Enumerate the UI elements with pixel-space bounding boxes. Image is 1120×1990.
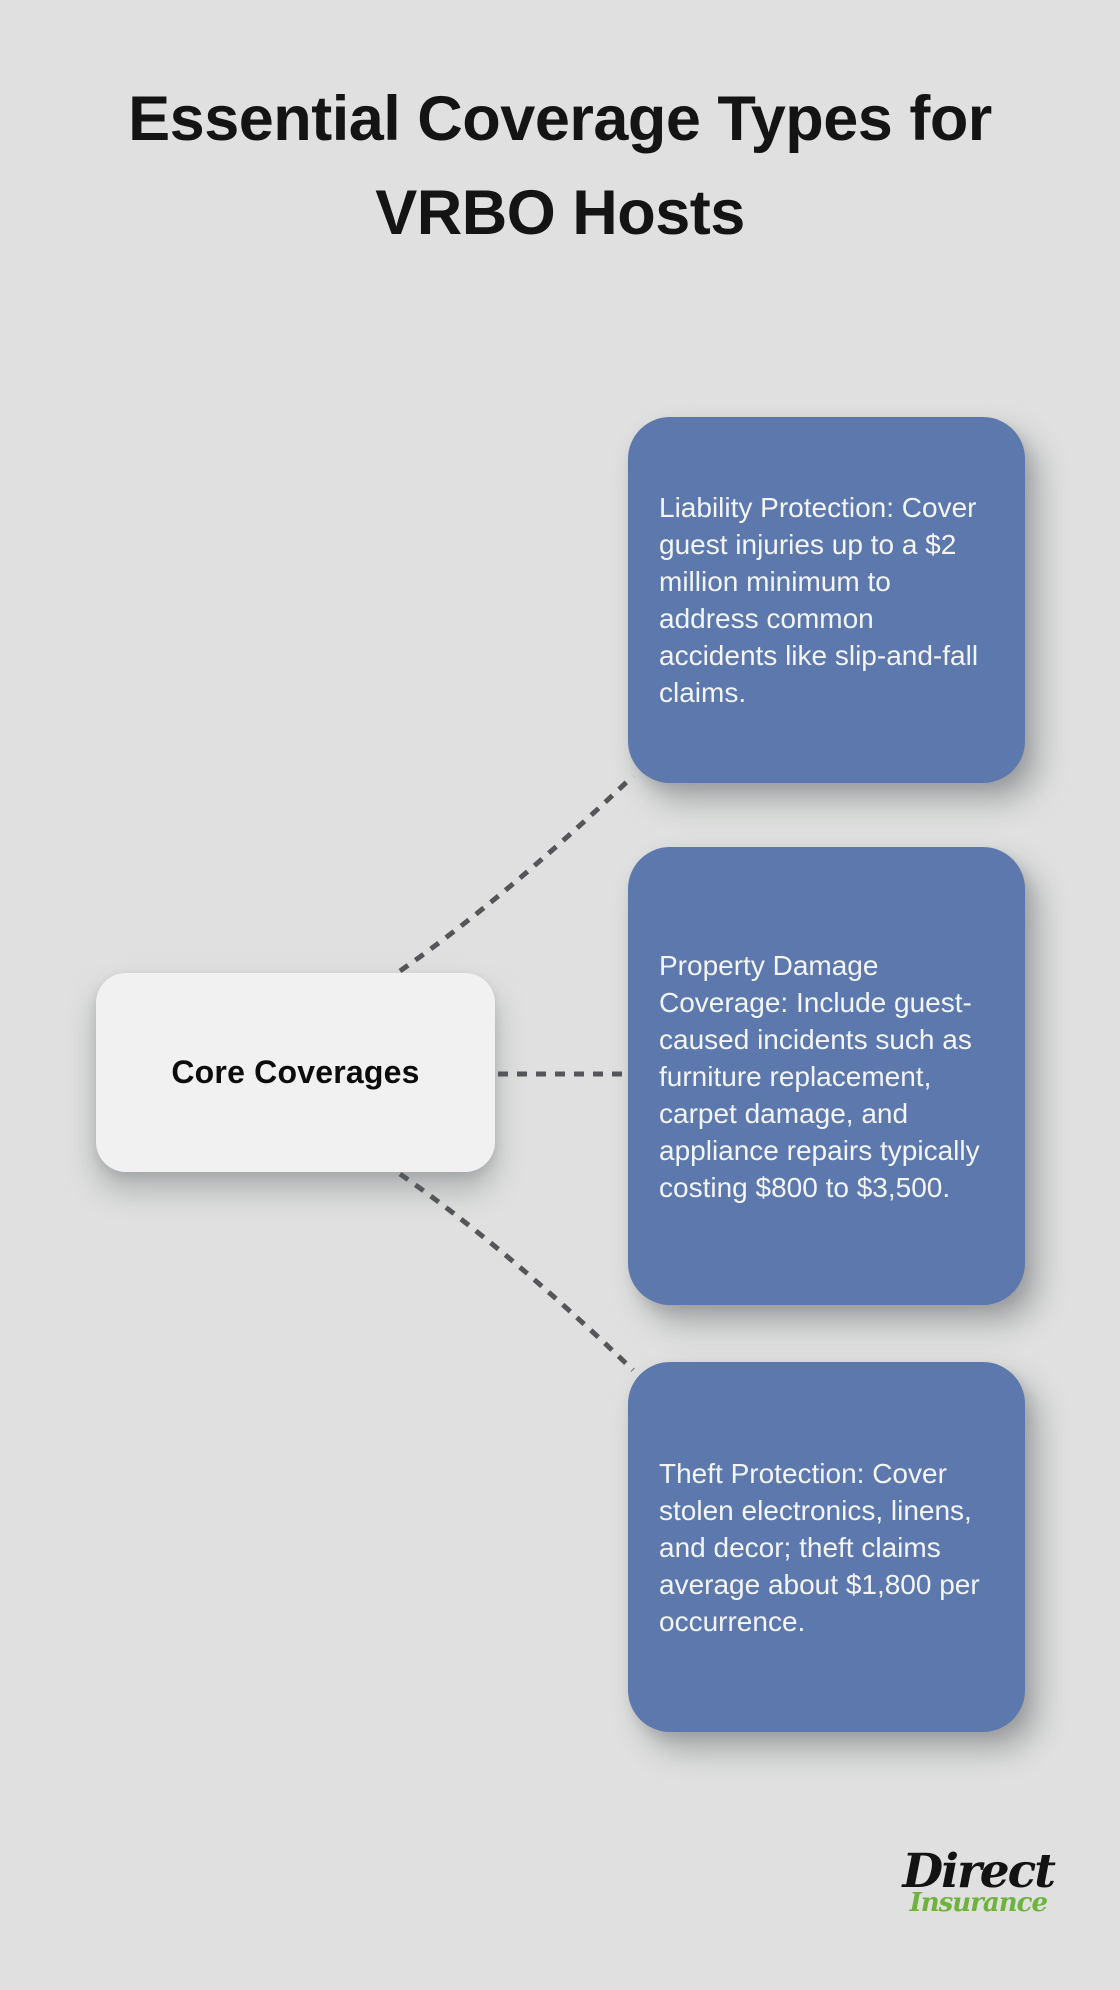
card-theft-protection: Theft Protection: Cover stolen electroni… <box>628 1362 1025 1732</box>
core-coverages-node: Core Coverages <box>96 973 495 1172</box>
brand-logo-primary: Direct <box>902 1844 1056 1899</box>
card-liability-text: Liability Protection: Cover guest injuri… <box>659 492 979 708</box>
card-property-damage: Property Damage Coverage: Include guest-… <box>628 847 1025 1305</box>
card-liability-protection: Liability Protection: Cover guest injuri… <box>628 417 1025 783</box>
connector-theft <box>398 1171 635 1372</box>
brand-logo-secondary: Insurance <box>909 1888 1048 1918</box>
page-title-line2: VRBO Hosts <box>375 178 745 248</box>
card-theft-text: Theft Protection: Cover stolen electroni… <box>659 1457 980 1637</box>
page-title-line1: Essential Coverage Types for <box>128 84 992 154</box>
card-property-damage-text: Property Damage Coverage: Include guest-… <box>659 949 980 1203</box>
brand-logo: Direct Insurance <box>902 1844 1056 1918</box>
core-coverages-label: Core Coverages <box>171 1054 420 1090</box>
page-title: Essential Coverage Types for VRBO Hosts <box>0 72 1120 260</box>
connector-liability <box>398 774 635 974</box>
